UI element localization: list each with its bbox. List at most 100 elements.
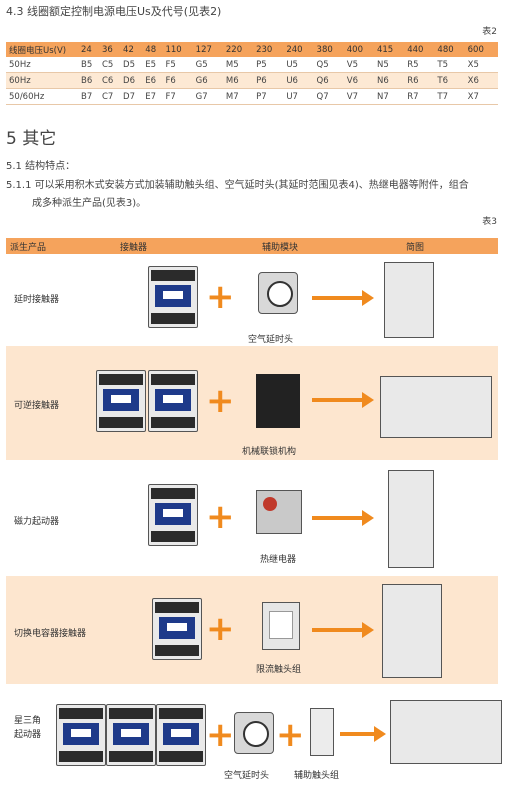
table2-code-cell: Q6 [316, 75, 329, 86]
table2-code-cell: Q5 [316, 59, 329, 70]
contactor-image [148, 266, 198, 328]
plus-icon: + [206, 381, 235, 421]
table2-header-voltage: 线圈电压Us(V) [9, 45, 67, 56]
mechanical-interlock-image [256, 374, 300, 428]
table2-header-cell: 480 [437, 44, 454, 55]
auxiliary-contact-image [310, 708, 334, 756]
table2-frequency-cell: 60Hz [9, 75, 31, 86]
table2-code-cell: U5 [286, 59, 298, 70]
table2-code-cell: G7 [195, 91, 208, 102]
magnetic-starter-diagram [388, 470, 434, 568]
thermal-relay-image [256, 490, 302, 534]
section-5-1-heading: 5.1 结构特点： [6, 161, 76, 172]
table2-code-cell: B5 [81, 59, 93, 70]
air-delay-head-image [258, 272, 298, 314]
current-limiting-contact-image [262, 602, 300, 650]
contactor-image [152, 598, 202, 660]
table3-row-starter: 磁力起动器 + 热继电器 [6, 460, 498, 576]
table2-label: 表2 [482, 27, 497, 37]
table3-row-capacitor: 切换电容器接触器 + 限流触头组 [6, 576, 498, 684]
table2-header-cell: 400 [346, 44, 363, 55]
section-5-1-1-line2: 成多种派生产品(见表3)。 [32, 198, 147, 209]
table2-code-cell: B7 [81, 91, 93, 102]
table2-code-cell: C6 [101, 75, 114, 86]
plus-icon: + [206, 277, 235, 317]
row-product-label: 磁力起动器 [14, 517, 60, 527]
table2-code-cell: N5 [376, 59, 389, 70]
table2-header-cell: 220 [225, 44, 243, 55]
table2-header-cell: 240 [286, 44, 303, 55]
table3-row-star-delta: 星三角 起动器 + + 空气延时头 辅助触头组 [6, 684, 502, 786]
table3-row-reversing: 可逆接触器 + 机械联锁机构 [6, 346, 498, 460]
table2-code-cell: V5 [346, 59, 358, 70]
row-product-label-line1: 星三角 [14, 716, 42, 726]
table2-code-cell: M7 [225, 91, 239, 102]
arrow-right-icon [312, 622, 374, 638]
table3-header-product: 派生产品 [10, 243, 47, 253]
contactor-image [148, 370, 198, 432]
table2-code-cell: T7 [437, 91, 449, 102]
table2-code-cell: C7 [101, 91, 114, 102]
table2-code-cell: P7 [256, 91, 267, 102]
table3-header-module: 辅助模块 [262, 243, 299, 253]
table2-header-cell: 230 [256, 44, 273, 55]
table2-code-cell: Q7 [316, 91, 329, 102]
contactor-image [56, 704, 106, 766]
table2-code-cell: N7 [376, 91, 389, 102]
reversing-contactor-diagram [380, 376, 492, 438]
table2-code-cell: B6 [81, 75, 93, 86]
section-5-1-1-text: 5.1.1 可以采用积木式安装方式加装辅助触头组、空气延时头(其延时范围见表4)… [6, 177, 501, 213]
plus-icon: + [276, 715, 305, 755]
table2-code-cell: P5 [256, 59, 267, 70]
table2-header-cell: 36 [101, 44, 113, 55]
row-product-label: 星三角 起动器 [14, 714, 41, 742]
section-5-1-1-line1: 5.1.1 可以采用积木式安装方式加装辅助触头组、空气延时头(其延时范围见表4)… [6, 180, 469, 191]
table2-header-cell: 600 [467, 44, 484, 55]
table3-header-contactor: 接触器 [120, 243, 148, 253]
module-caption: 限流触头组 [256, 665, 302, 675]
table2-code-cell: X5 [467, 59, 479, 70]
table2-header-cell: 24 [81, 44, 92, 55]
module-caption: 空气延时头 [248, 335, 294, 345]
table2-code-cell: N6 [376, 75, 389, 86]
arrow-right-icon [312, 510, 374, 526]
table2-code-cell: D6 [123, 75, 135, 86]
table2-header-cell: 380 [316, 44, 333, 55]
table2-code-cell: R7 [407, 91, 419, 102]
table2-code-cell: F5 [165, 59, 176, 70]
table2-code-cell: E5 [145, 59, 157, 70]
table2-frequency-cell: 50Hz [9, 59, 31, 70]
plus-icon: + [206, 497, 235, 537]
module-caption-2: 辅助触头组 [294, 771, 340, 781]
table2-code-cell: U7 [286, 91, 298, 102]
table2-header-cell: 48 [145, 44, 157, 55]
arrow-right-icon [340, 726, 386, 742]
table2-code-cell: F7 [165, 91, 176, 102]
table2-code-cell: M5 [225, 59, 239, 70]
delay-contactor-diagram [384, 262, 434, 338]
table3-label: 表3 [482, 217, 497, 227]
module-caption: 空气延时头 [224, 771, 270, 781]
table2-header-cell: 42 [123, 44, 134, 55]
table2-code-cell: E7 [145, 91, 157, 102]
table2-code-cell: M6 [225, 75, 239, 86]
table2-header-cell: 127 [195, 44, 212, 55]
table2-code-cell: R6 [407, 75, 419, 86]
table2-code-cell: D5 [123, 59, 135, 70]
arrow-right-icon [312, 290, 374, 306]
contactor-image [156, 704, 206, 766]
contactor-image [96, 370, 146, 432]
capacitor-contactor-diagram [382, 584, 442, 678]
row-product-label: 可逆接触器 [14, 401, 60, 411]
table2-code-cell: D7 [123, 91, 135, 102]
table2-code-cell: U6 [286, 75, 298, 86]
table2-code-cell: F6 [165, 75, 176, 86]
table2-frequency-cell: 50/60Hz [9, 91, 45, 102]
row-product-label: 延时接触器 [14, 295, 60, 305]
